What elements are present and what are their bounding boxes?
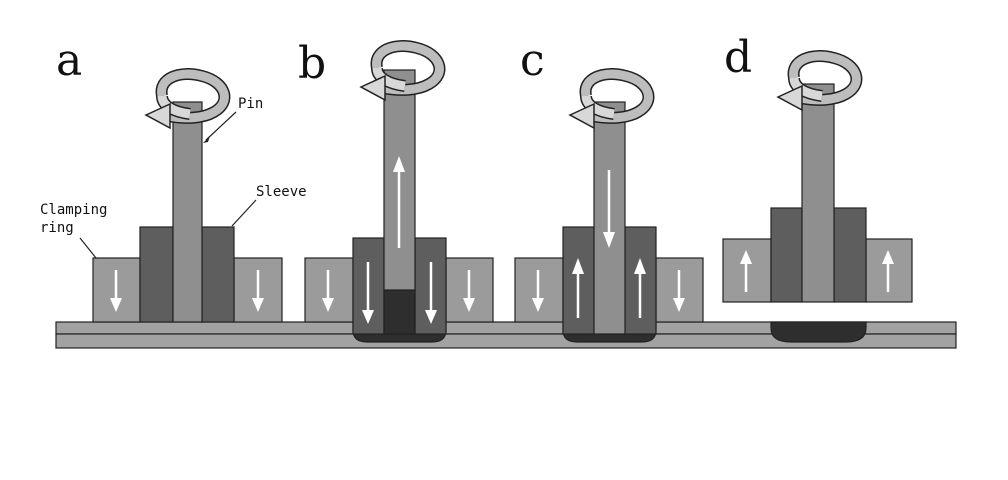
clamping-ring (92, 257, 141, 323)
axial-arrow-icon (532, 170, 685, 318)
workpiece-plates (55, 321, 957, 349)
pin (801, 83, 835, 303)
panel-c (514, 74, 704, 343)
joint-nugget (770, 321, 867, 343)
rotation-arrow-icon (570, 74, 648, 128)
stage-label-b: b (298, 38, 326, 89)
rotation-arrow-icon (146, 74, 224, 128)
sleeve (139, 226, 174, 323)
stage-label-c: c (520, 35, 545, 86)
pin-label: Pin (238, 96, 263, 112)
axial-arrow-icon (740, 250, 894, 292)
pin-leader-arrowhead (203, 136, 210, 143)
panel-b (304, 46, 494, 343)
stage-label-d: d (724, 32, 752, 83)
sleeve (770, 207, 803, 303)
sleeve-leader-line (231, 199, 257, 227)
sleeve (201, 226, 235, 323)
sleeve-label: Sleeve (256, 184, 307, 200)
rotation-arrow-icon (778, 56, 856, 110)
clamping-ring-leader-line (79, 237, 97, 259)
plasticized-material (383, 289, 416, 335)
clamping-ring-label-line2: ring (40, 220, 74, 236)
clamping-ring-label-line1: Clamping (40, 202, 107, 218)
sleeve (833, 207, 867, 303)
panel-d (722, 56, 913, 343)
stage-label-a: a (56, 35, 82, 86)
axial-arrow-icon (322, 156, 475, 324)
pin-leader-line (205, 111, 237, 141)
axial-arrow-icon (110, 270, 264, 312)
pin (172, 101, 203, 323)
panel-a: Pin Sleeve Clamping ring (40, 74, 307, 323)
